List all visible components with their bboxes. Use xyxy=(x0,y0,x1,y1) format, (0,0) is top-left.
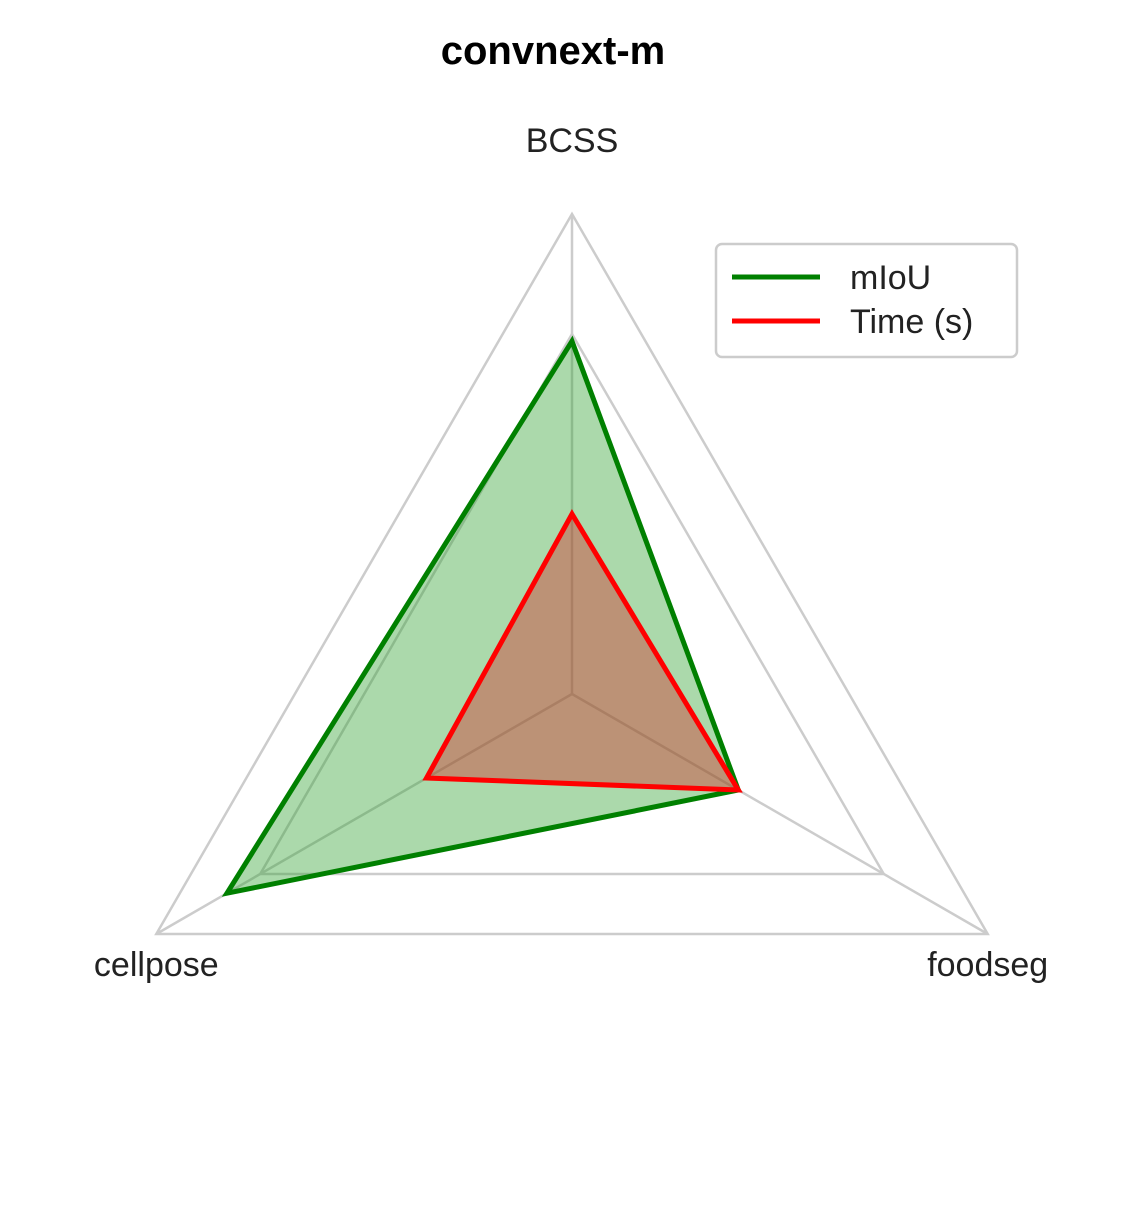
legend-label-2: Time (s) xyxy=(850,303,973,341)
axis-label-BCSS: BCSS xyxy=(526,122,619,160)
axis-label-foodseg: foodseg xyxy=(927,946,1048,984)
chart-title: convnext-m xyxy=(441,29,666,73)
radar-grid xyxy=(154,211,990,936)
series-line-2 xyxy=(422,508,743,793)
grid-ring-1 xyxy=(258,331,886,876)
legend: mIoU Time (s) xyxy=(714,242,1019,359)
series-fill-1 xyxy=(226,341,739,894)
axis-label-cellpose: cellpose xyxy=(94,946,219,984)
series-fill-2 xyxy=(426,514,739,790)
legend-frame xyxy=(714,242,1019,359)
radar-series xyxy=(221,335,743,897)
grid-ring-2 xyxy=(154,211,990,936)
series-line-1 xyxy=(221,335,742,897)
axis-labels: BCSS foodseg cellpose xyxy=(94,122,1048,984)
legend-label-1: mIoU xyxy=(850,259,931,297)
spoke-foodseg xyxy=(571,692,989,936)
